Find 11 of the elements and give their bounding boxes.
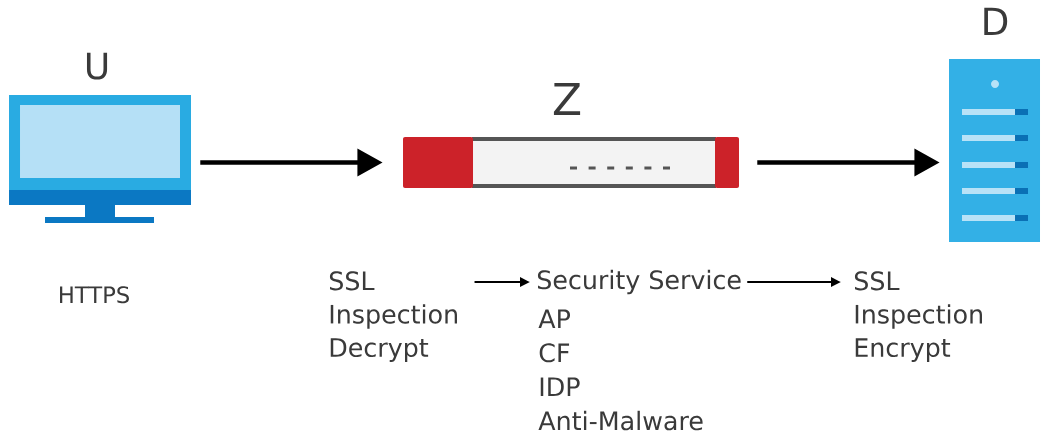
- list-item: CF: [539, 343, 570, 363]
- device-label: U: [86, 52, 108, 80]
- list-item: IDP: [540, 377, 580, 396]
- step-title: Security Service: [537, 269, 741, 295]
- step-label: SSL Inspection Decrypt: [329, 271, 457, 362]
- device-label: Z: [553, 82, 581, 115]
- list-item: AP: [538, 309, 570, 328]
- device-label: D: [984, 7, 1008, 35]
- step-label: SSL Inspection Encrypt: [854, 271, 982, 362]
- list-item: Anti-Malware: [538, 410, 703, 431]
- text-label: HTTPS: [60, 286, 129, 304]
